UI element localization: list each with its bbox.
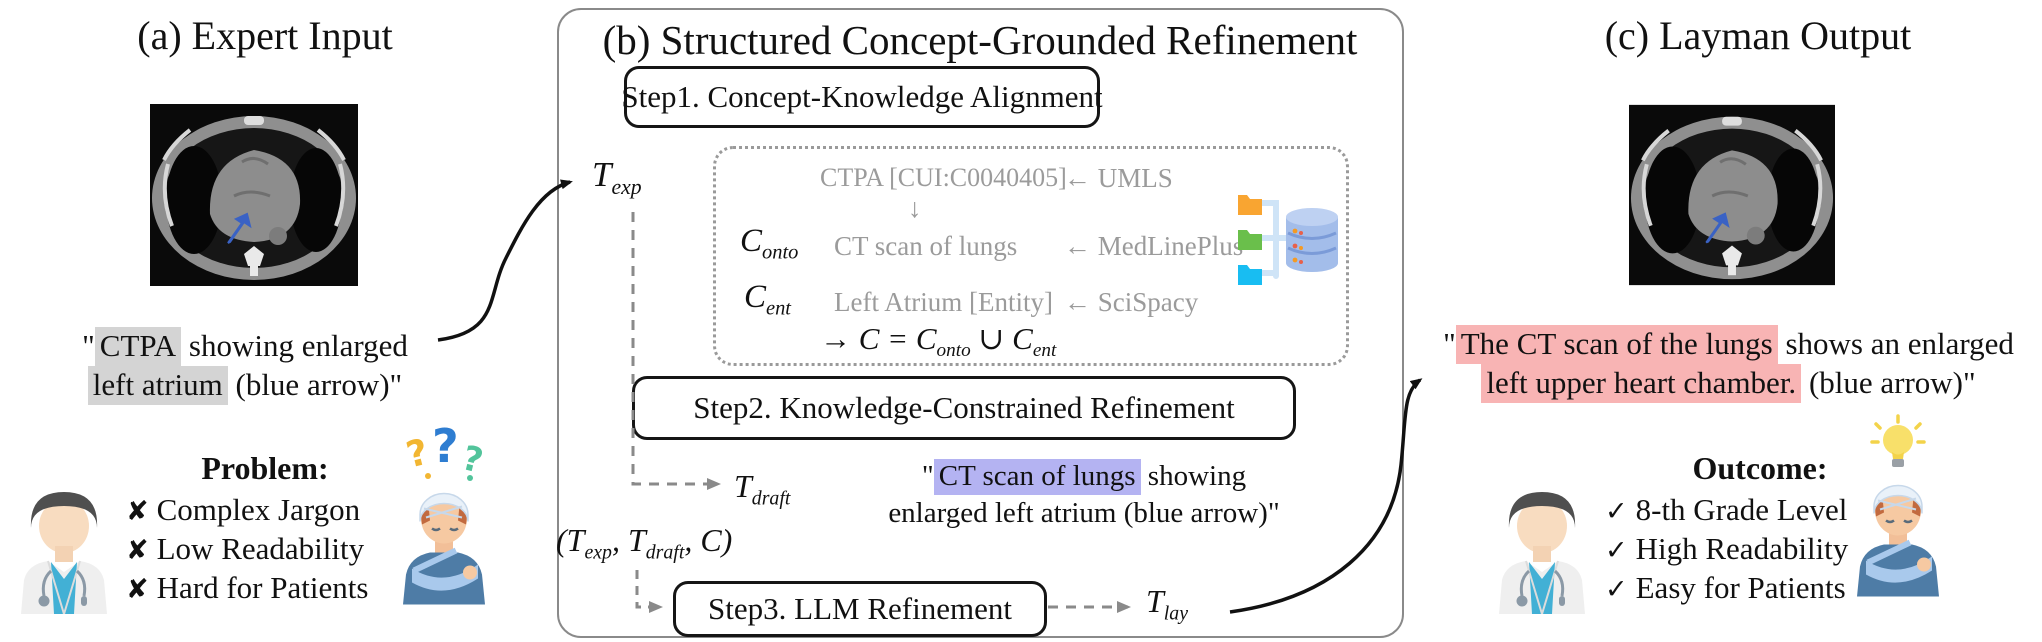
quote-open: " — [82, 328, 95, 363]
down-arrow-icon: ↓ — [908, 193, 922, 223]
expert-to-texp-arrow — [437, 179, 573, 342]
ct-scan-image-expert — [150, 104, 358, 286]
step3-box: Step3. LLM Refinement — [673, 581, 1047, 637]
outcome-item: ✓High Readability — [1605, 530, 1915, 569]
highlight-ct-scan-of-lungs: CT scan of lungs — [933, 459, 1141, 495]
layman-quote-open: " — [1443, 326, 1456, 361]
layman-quote-mid: shows an enlarged — [1777, 326, 2014, 361]
union-p1: → C = C — [820, 321, 937, 356]
cross-icon: ✘ — [126, 535, 149, 566]
step2-box: Step2. Knowledge-Constrained Refinement — [632, 376, 1296, 440]
expert-quote-line2: left atrium (blue arrow)" — [50, 365, 440, 405]
quote-mid: showing enlarged — [181, 328, 408, 363]
question-marks-icon: ? ? ? — [402, 419, 486, 482]
check-icon: ✓ — [1605, 496, 1628, 527]
t-exp-sub: exp — [611, 175, 642, 199]
problem-item: ✘Low Readability — [126, 530, 404, 569]
outcome-item: ✓8-th Grade Level — [1605, 491, 1915, 530]
check-icon: ✓ — [1605, 535, 1628, 566]
doctor-avatar-layman — [1497, 490, 1587, 614]
ctpa-cui-text: CTPA [CUI:C0040405] — [820, 163, 1067, 192]
t-lay-base: T — [1146, 583, 1164, 619]
tuple-s1: exp — [584, 541, 612, 564]
c-onto-sub: onto — [762, 241, 799, 264]
layman-quote-line1: "The CT scan of the lungs shows an enlar… — [1415, 324, 2042, 364]
problem-item-label: Hard for Patients — [156, 570, 369, 605]
layman-quote-tail: (blue arrow)" — [1801, 365, 1976, 400]
union-formula: → C = Conto ∪ Cent — [820, 321, 1056, 362]
draft-quote-line1: "CT scan of lungs showing — [858, 458, 1310, 495]
draft-quote-line2: enlarged left atrium (blue arrow)" — [888, 497, 1280, 529]
panel-b-title: (b) Structured Concept-Grounded Refineme… — [602, 17, 1358, 63]
panel-c-title: (c) Layman Output — [1604, 13, 1912, 58]
svg-text:?: ? — [458, 438, 487, 482]
problem-item-label: Complex Jargon — [156, 492, 361, 527]
tuple-label: (Texp, Tdraft, C) — [556, 522, 732, 564]
outcome-item-label: Easy for Patients — [1635, 570, 1846, 605]
t-lay-sub: lay — [1163, 602, 1189, 625]
outcome-item-label: High Readability — [1635, 531, 1849, 566]
patient-avatar: ? ? ? — [398, 419, 490, 618]
problem-block: Problem: ✘Complex Jargon ✘Low Readabilit… — [126, 450, 404, 608]
highlight-ctpa: CTPA — [94, 327, 182, 366]
highlight-heart-chamber: left upper heart chamber. — [1481, 364, 1802, 403]
expert-quote: "CTPA showing enlarged left atrium (blue… — [50, 326, 440, 405]
draft-quote-rest: showing — [1140, 460, 1247, 492]
step1-box: Step1. Concept-Knowledge Alignment — [621, 66, 1103, 128]
tuple-s2: draft — [645, 541, 685, 564]
scispacy-source-text: ← SciSpacy — [1064, 287, 1199, 317]
left-atrium-entity-text: Left Atrium [Entity] — [834, 287, 1053, 317]
check-icon: ✓ — [1605, 574, 1628, 605]
ct-scan-of-lungs-text: CT scan of lungs — [834, 231, 1018, 261]
lightbulb-icon — [1870, 414, 1926, 467]
c-onto-base: C — [740, 223, 763, 259]
outcome-block: Outcome: ✓8-th Grade Level ✓High Readabi… — [1605, 450, 1915, 608]
highlight-ct-scan-lungs: The CT scan of the lungs — [1455, 325, 1778, 364]
t-lay-label: Tlay — [1146, 583, 1188, 625]
t-draft-base: T — [734, 468, 752, 504]
c-ent-base: C — [744, 279, 767, 315]
problem-item: ✘Complex Jargon — [126, 491, 404, 530]
outcome-item-label: 8-th Grade Level — [1635, 492, 1848, 527]
umls-source-text: ← UMLS — [1064, 163, 1173, 193]
highlight-left-atrium: left atrium — [87, 366, 228, 405]
problem-item-label: Low Readability — [156, 531, 365, 566]
problem-heading: Problem: — [201, 450, 329, 486]
knowledge-sources-icon — [1236, 191, 1341, 291]
cross-icon: ✘ — [126, 574, 149, 605]
union-s2: ent — [1032, 340, 1057, 362]
union-s1: onto — [936, 340, 971, 362]
patient-avatar-layman — [1852, 414, 1944, 614]
outcome-heading: Outcome: — [1692, 450, 1828, 486]
union-p2: ∪ C — [970, 321, 1033, 356]
medlineplus-source-text: ← MedLinePlus — [1064, 231, 1244, 261]
svg-text:?: ? — [402, 432, 432, 477]
t-exp-label: Texp — [592, 155, 642, 200]
tuple-p2: , T — [611, 522, 646, 558]
svg-text:?: ? — [432, 419, 459, 473]
tuple-p1: (T — [556, 522, 585, 558]
outcome-item: ✓Easy for Patients — [1605, 569, 1915, 608]
layman-quote: "The CT scan of the lungs shows an enlar… — [1415, 324, 2042, 403]
draft-quote: "CT scan of lungs showing enlarged left … — [858, 458, 1310, 532]
panel-a-title: (a) Expert Input — [137, 13, 393, 58]
expert-quote-line1: "CTPA showing enlarged — [50, 326, 440, 366]
concept-alignment-box: CTPA [CUI:C0040405] ← UMLS ↓ Conto CT sc… — [713, 146, 1349, 366]
c-onto-label: Conto — [740, 223, 798, 265]
c-ent-sub: ent — [766, 297, 791, 320]
t-exp-base: T — [592, 155, 612, 194]
draft-quote-open: " — [921, 460, 934, 492]
cross-icon: ✘ — [126, 496, 149, 527]
ct-scan-image-layman — [1629, 104, 1835, 286]
doctor-avatar — [19, 490, 109, 614]
tuple-p3: , C) — [684, 522, 733, 558]
t-draft-sub: draft — [751, 487, 791, 510]
problem-item: ✘Hard for Patients — [126, 569, 404, 608]
quote-tail: (blue arrow)" — [227, 367, 403, 402]
layman-quote-line2: left upper heart chamber. (blue arrow)" — [1415, 363, 2042, 403]
t-draft-label: Tdraft — [734, 468, 790, 510]
c-ent-label: Cent — [744, 279, 791, 321]
